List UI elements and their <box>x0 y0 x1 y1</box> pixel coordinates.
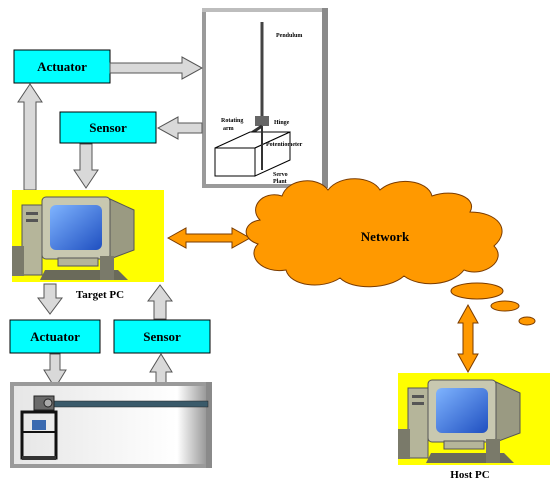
bubble-medium <box>490 300 520 312</box>
pendulum-label: Pendulum <box>276 33 302 39</box>
network-cloud: Network <box>245 178 503 288</box>
sensor-bottom-block: Sensor <box>113 319 211 354</box>
host-pc-label: Host PC <box>450 469 489 481</box>
rotating-label: Rotating <box>221 118 243 124</box>
bubble-small <box>518 316 536 326</box>
arrow-plant-to-sensor <box>156 116 203 140</box>
target-pc <box>12 190 164 282</box>
hinge-label: Hinge <box>274 120 290 126</box>
potentiometer-label: Potentiometer <box>266 142 303 148</box>
plant-label: Plant <box>273 179 287 185</box>
arrow-pc-to-actuator <box>17 83 43 191</box>
sensor-bottom-label: Sensor <box>143 329 181 344</box>
actuator-top-block: Actuator <box>13 49 111 84</box>
arrow-sensor-bottom-to-pc <box>147 284 173 320</box>
arrow-actuator-to-plant <box>109 56 204 80</box>
servo-label: Servo <box>273 172 288 178</box>
bottom-plant-panel <box>10 382 212 468</box>
arrow-network-host <box>457 303 479 374</box>
actuator-bottom-block: Actuator <box>9 319 101 354</box>
host-pc <box>398 373 550 465</box>
arrow-sensor-to-pc <box>73 143 99 189</box>
actuator-top-label: Actuator <box>37 59 87 74</box>
arrow-pc-network <box>166 227 252 249</box>
sensor-top-label: Sensor <box>89 120 127 135</box>
sensor-top-block: Sensor <box>59 111 157 144</box>
arrow-actuator-bottom-to-plant <box>43 353 67 389</box>
pendulum-plant-panel: Pendulum Rotating arm Hinge Potentiomete… <box>202 8 328 188</box>
bubble-large <box>450 282 504 300</box>
target-pc-label: Target PC <box>76 289 124 301</box>
network-label: Network <box>361 229 410 244</box>
arm-label: arm <box>223 126 234 132</box>
actuator-bottom-label: Actuator <box>30 329 80 344</box>
arrow-pc-to-actuator-bottom <box>37 283 63 315</box>
